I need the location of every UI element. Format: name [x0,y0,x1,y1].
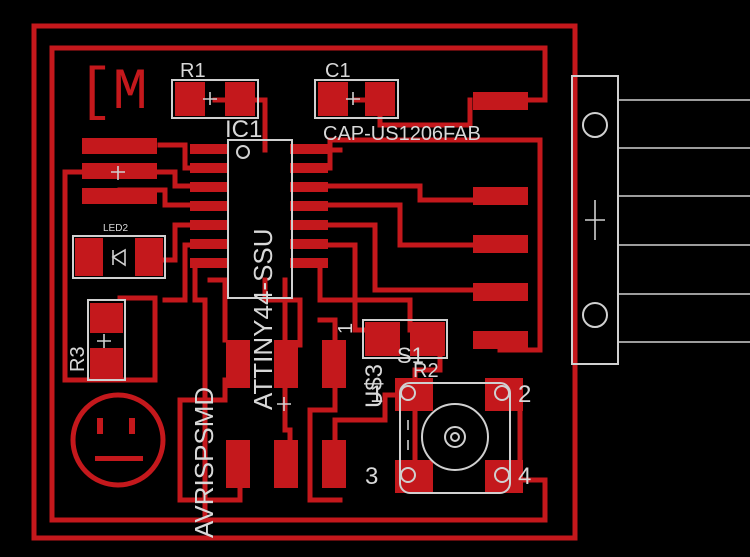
r3-label: R3 [67,346,89,372]
logo-text: [M [78,61,148,126]
switch-pin-2: 2 [518,381,531,408]
pin1-marker: 1 [335,323,357,334]
r2-label: R2 [413,360,439,382]
board-outline-trace [31,23,578,541]
u3-label: U$3 [361,364,388,408]
ic1-label: IC1 [225,116,262,143]
switch-pin-4: 4 [518,463,531,490]
s1-label: S1 [397,343,424,368]
led2-label: LED2 [103,223,128,234]
r1-label: R1 [180,60,206,82]
cap-value-label: CAP-US1206FAB [323,123,481,145]
switch-pin-3: 3 [365,463,378,490]
mcu-label: ATTINY44-SSU [248,228,278,410]
isp-label: AVRISPSMD [189,387,219,538]
silkscreen-outlines [72,75,750,494]
smiley-face-icon [70,392,166,488]
c1-label: C1 [325,60,351,82]
switch-pin-1: 1 [370,381,383,408]
